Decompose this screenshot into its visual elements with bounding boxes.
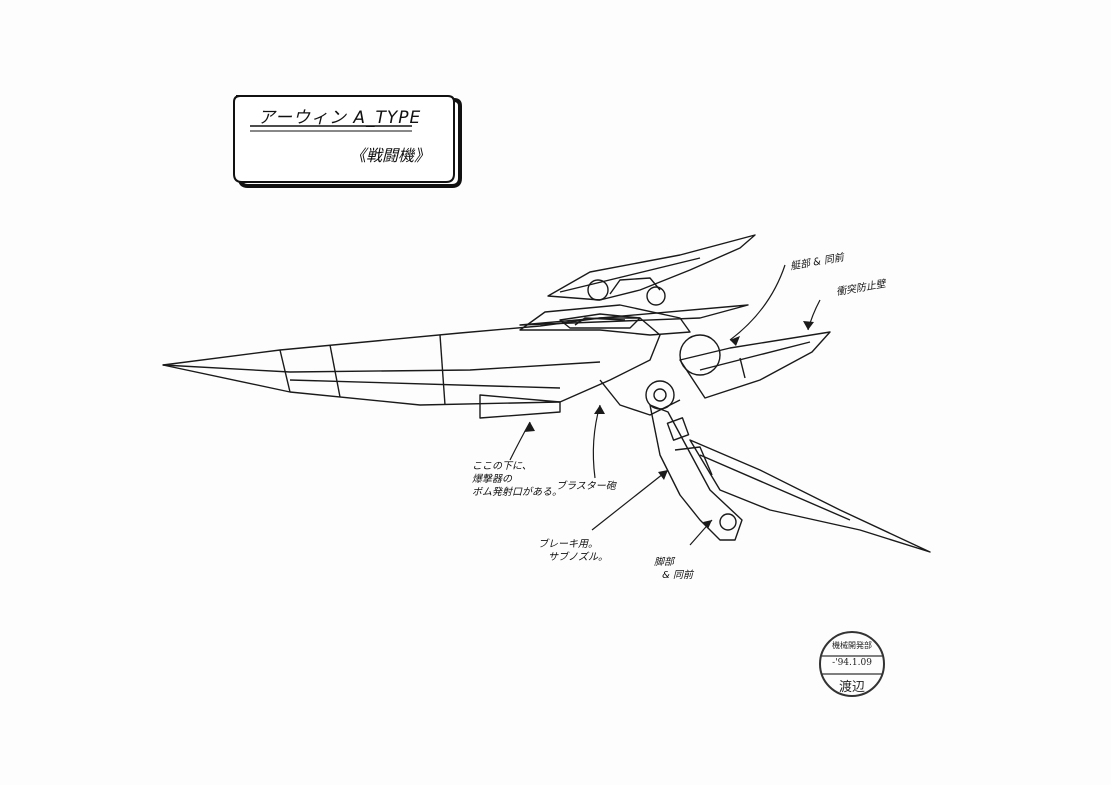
stamp-date: -'94.1.09 — [832, 658, 872, 668]
annotation-bomb-port-line-1: ここの下に、 — [472, 461, 532, 472]
annotation-bomb-port-line-2: 爆撃器の — [472, 474, 512, 485]
stamp-department: 機械開発部 — [832, 641, 872, 650]
annotation-brake-line-2: サブノズル。 — [548, 552, 608, 563]
annotation-brake-line-1: ブレーキ用。 — [538, 539, 598, 550]
stamp-name: 渡辺 — [838, 680, 865, 695]
annotation-legs-line-1: 脚部 — [654, 557, 674, 568]
title-name: アーウィン A_TYPE — [258, 108, 422, 128]
annotation-legs-line-2: & 同前 — [662, 570, 693, 581]
annotation-legs: 脚部 & 同前 — [654, 556, 693, 582]
title-category: 《戦闘機》 — [350, 146, 431, 165]
annotation-bomb-port-line-3: ボム発射口がある。 — [472, 487, 562, 498]
annotation-blaster: ブラスター砲 — [556, 481, 616, 492]
annotation-brake: ブレーキ用。 サブノズル。 — [538, 538, 608, 564]
annotation-bomb-port: ここの下に、 爆撃器の ボム発射口がある。 — [472, 460, 562, 499]
